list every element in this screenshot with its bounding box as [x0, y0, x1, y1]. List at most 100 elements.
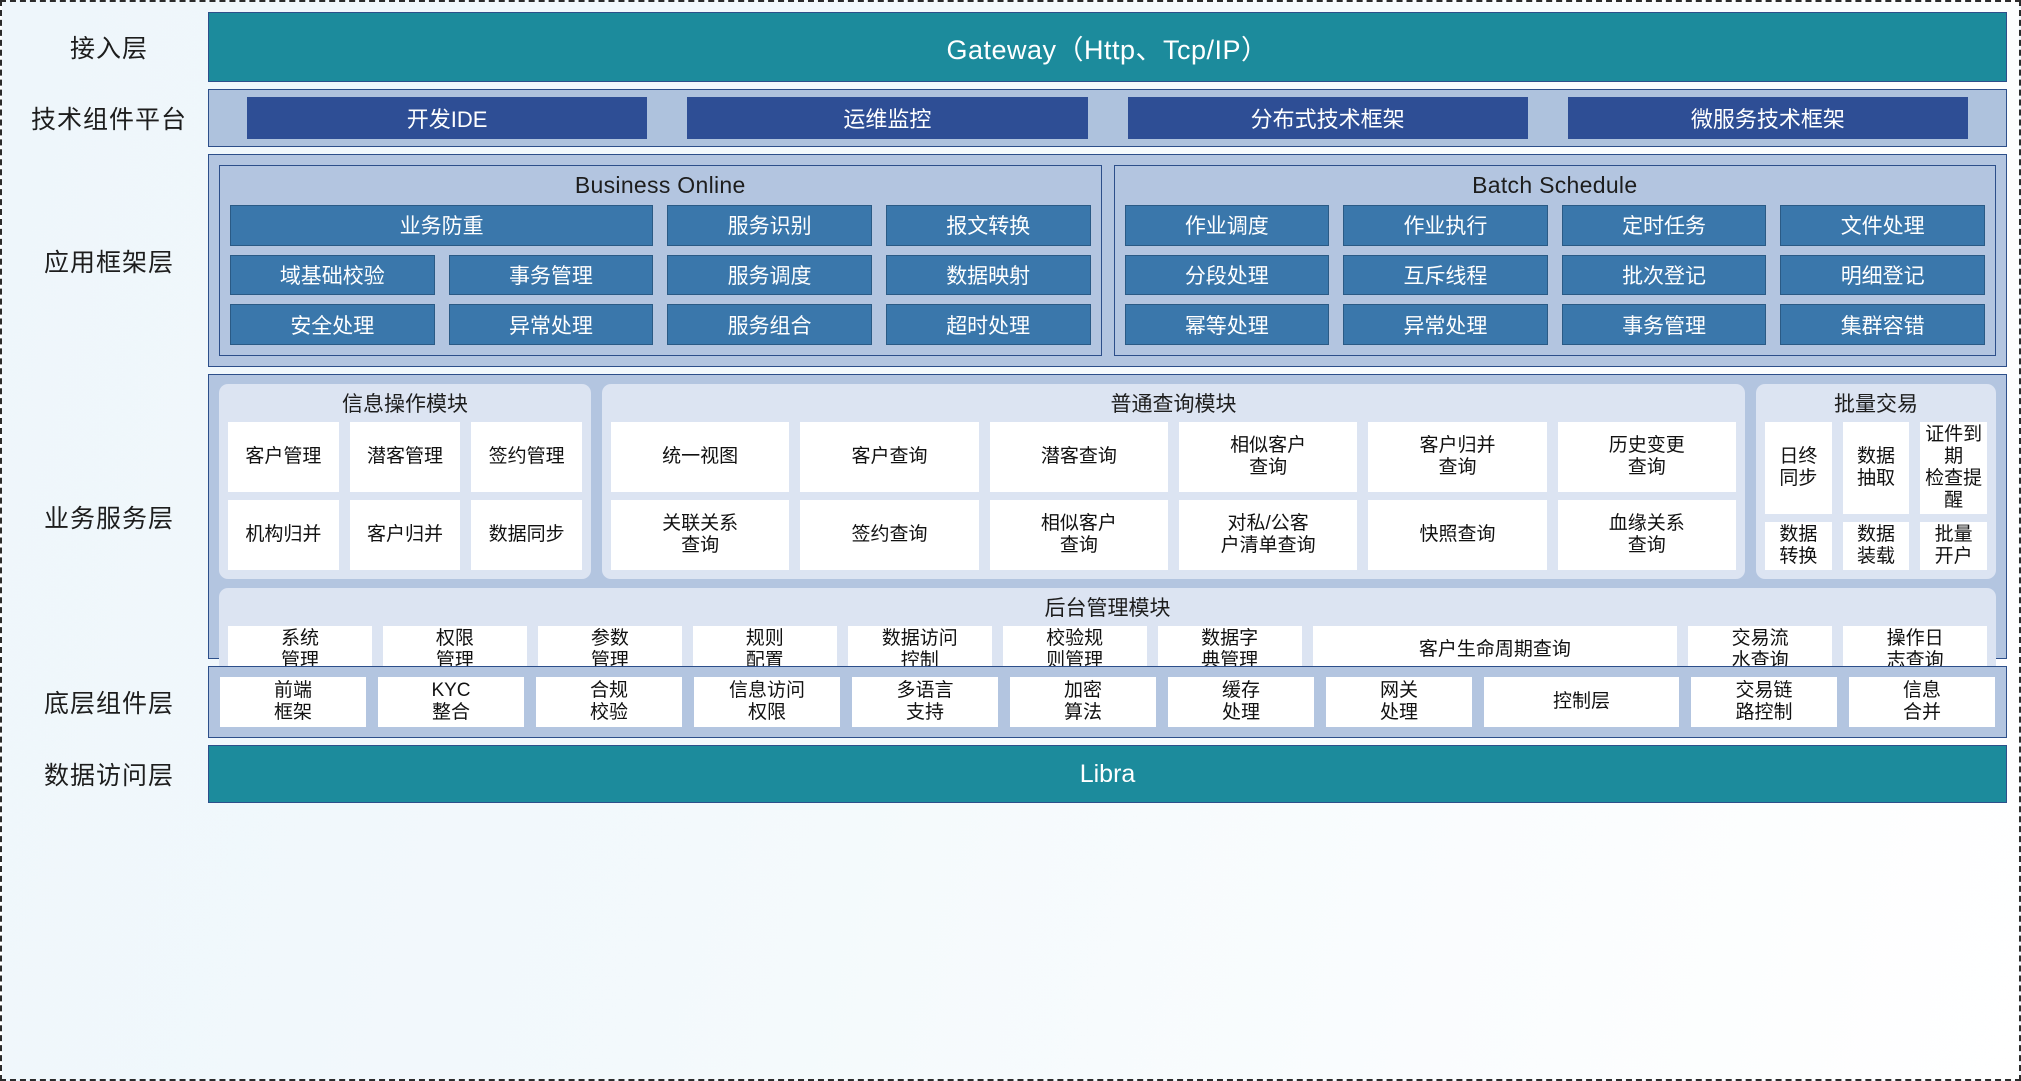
framework-cell[interactable]: 事务管理	[448, 254, 654, 296]
libra-bar[interactable]: Libra	[208, 745, 2007, 803]
service-cell[interactable]: 客户归并	[349, 500, 461, 571]
service-cell[interactable]: 数据装载	[1842, 522, 1910, 571]
framework-cell[interactable]: 数据映射	[885, 254, 1091, 296]
framework-cell[interactable]: 服务识别	[667, 205, 872, 246]
layer-label-tech: 技术组件平台	[30, 106, 187, 134]
service-cell[interactable]: 对私/公客户清单查询	[1178, 500, 1358, 571]
tech-component-box[interactable]: 开发IDE	[247, 97, 648, 139]
framework-cell[interactable]: 事务管理	[1561, 304, 1767, 346]
business-module: 批量交易日终同步数据抽取证件到期检查提醒数据转换数据装载批量开户	[1756, 384, 1996, 580]
service-cell[interactable]: 证件到期检查提醒	[1920, 422, 1988, 515]
framework-cell[interactable]: 明细登记	[1780, 254, 1985, 296]
business-service-container: 信息操作模块客户管理潜客管理签约管理机构归并客户归并数据同步普通查询模块统一视图…	[208, 374, 2007, 684]
service-cell[interactable]: 潜客查询	[989, 422, 1168, 493]
component-cell[interactable]: 信息访问权限	[694, 677, 840, 727]
module-row: 统一视图客户查询潜客查询相似客户查询客户归并查询历史变更查询	[611, 422, 1736, 493]
module-title: 信息操作模块	[342, 393, 468, 416]
service-cell[interactable]: 关联关系查询	[611, 500, 790, 571]
service-cell[interactable]: 批量开户	[1920, 522, 1988, 571]
component-cell[interactable]: 多语言支持	[852, 677, 998, 727]
component-cell[interactable]: 信息合并	[1849, 677, 1995, 727]
tech-platform-bar: 开发IDE 运维监控分布式技术框架微服务技术框架	[208, 89, 2007, 147]
panel-title: Business Online	[574, 172, 746, 198]
admin-module: 后台管理模块系统管理权限管理参数管理规则配置数据访问控制校验规则管理数据字典管理…	[219, 588, 1996, 684]
framework-cell[interactable]: 安全处理	[230, 304, 435, 346]
admin-module-row: 后台管理模块系统管理权限管理参数管理规则配置数据访问控制校验规则管理数据字典管理…	[219, 588, 1996, 684]
panel-rows: 作业调度作业执行定时任务文件处理分段处理互斥线程批次登记明细登记幂等处理异常处理…	[1124, 205, 1985, 346]
service-cell[interactable]: 签约查询	[800, 500, 979, 571]
service-cell[interactable]: 客户查询	[800, 422, 979, 493]
service-cell[interactable]: 相似客户查询	[1178, 422, 1358, 493]
framework-cell[interactable]: 批次登记	[1561, 254, 1767, 296]
panel-row: 业务防重服务识别报文转换	[230, 205, 1091, 246]
framework-cell[interactable]: 分段处理	[1124, 254, 1330, 296]
framework-cell[interactable]: 异常处理	[448, 304, 654, 346]
framework-cell[interactable]: 互斥线程	[1343, 254, 1548, 296]
module-row: 关联关系查询签约查询相似客户查询对私/公客户清单查询快照查询血缘关系查询	[611, 500, 1736, 571]
framework-cell[interactable]: 定时任务	[1561, 205, 1767, 246]
framework-cell[interactable]: 服务调度	[667, 254, 872, 296]
framework-cell[interactable]: 集群容错	[1780, 304, 1985, 346]
panel-title: Batch Schedule	[1472, 172, 1638, 198]
panel-row: 安全处理异常处理服务组合超时处理	[230, 304, 1091, 346]
framework-cell[interactable]: 作业调度	[1124, 205, 1330, 246]
component-cell[interactable]: 合规校验	[536, 677, 682, 727]
framework-cell[interactable]: 业务防重	[230, 205, 654, 246]
service-cell[interactable]: 签约管理	[471, 422, 583, 493]
service-cell[interactable]: 血缘关系查询	[1557, 500, 1736, 571]
framework-cell[interactable]: 服务组合	[667, 304, 872, 346]
framework-cell[interactable]: 域基础校验	[230, 254, 435, 296]
layer-label-data: 数据访问层	[43, 762, 174, 790]
component-cell[interactable]: 交易链路控制	[1691, 677, 1837, 727]
module-title: 普通查询模块	[1110, 393, 1237, 416]
service-cell[interactable]: 客户管理	[228, 422, 339, 493]
framework-cell[interactable]: 作业执行	[1343, 205, 1548, 246]
service-cell[interactable]: 相似客户查询	[989, 500, 1168, 571]
module-row: 日终同步数据抽取证件到期检查提醒	[1765, 422, 1988, 515]
layer-label-access: 接入层	[69, 35, 148, 63]
framework-cell[interactable]: 文件处理	[1780, 205, 1985, 246]
service-cell[interactable]: 历史变更查询	[1557, 422, 1736, 493]
service-cell[interactable]: 数据同步	[471, 500, 583, 571]
gateway-bar[interactable]: Gateway（Http、Tcp/IP）	[208, 12, 2007, 82]
panel-row: 作业调度作业执行定时任务文件处理	[1124, 205, 1985, 246]
layer-label-biz: 业务服务层	[43, 504, 174, 533]
layer-grid: 接入层 Gateway（Http、Tcp/IP） 技术组件平台 开发IDE 运维监…	[14, 12, 2007, 1071]
business-module: 信息操作模块客户管理潜客管理签约管理机构归并客户归并数据同步	[219, 384, 591, 580]
service-cell[interactable]: 统一视图	[611, 422, 790, 493]
business-modules-row: 信息操作模块客户管理潜客管理签约管理机构归并客户归并数据同步普通查询模块统一视图…	[219, 384, 1996, 580]
framework-cell[interactable]: 幂等处理	[1124, 304, 1330, 346]
module-row: 数据转换数据装载批量开户	[1765, 522, 1988, 571]
service-cell[interactable]: 快照查询	[1368, 500, 1547, 571]
tech-component-box[interactable]: 分布式技术框架	[1127, 97, 1528, 139]
service-cell[interactable]: 数据抽取	[1842, 422, 1910, 515]
module-title: 后台管理模块	[1044, 597, 1171, 621]
component-cell[interactable]: 网关处理	[1326, 677, 1472, 727]
component-cell[interactable]: 缓存处理	[1168, 677, 1314, 727]
module-row: 客户管理潜客管理签约管理	[228, 422, 583, 493]
module-row: 机构归并客户归并数据同步	[228, 500, 583, 571]
business-module: 普通查询模块统一视图客户查询潜客查询相似客户查询客户归并查询历史变更查询关联关系…	[602, 384, 1745, 580]
service-cell[interactable]: 日终同步	[1765, 422, 1832, 515]
tech-component-box[interactable]: 运维监控	[687, 97, 1088, 139]
service-cell[interactable]: 机构归并	[228, 500, 339, 571]
layer-label-appframe: 应用框架层	[43, 248, 174, 277]
service-cell[interactable]: 客户归并查询	[1368, 422, 1547, 493]
framework-cell[interactable]: 报文转换	[885, 205, 1091, 246]
component-cell[interactable]: 控制层	[1484, 677, 1679, 727]
component-cell[interactable]: 前端框架	[220, 677, 366, 727]
framework-cell[interactable]: 超时处理	[885, 304, 1091, 346]
tech-component-box[interactable]: 微服务技术框架	[1567, 97, 1968, 139]
module-grid: 日终同步数据抽取证件到期检查提醒数据转换数据装载批量开户	[1765, 422, 1988, 571]
module-title: 批量交易	[1834, 393, 1918, 416]
service-cell[interactable]: 数据转换	[1765, 522, 1832, 571]
component-cell[interactable]: 加密算法	[1010, 677, 1156, 727]
panel-row: 幂等处理异常处理事务管理集群容错	[1124, 304, 1985, 346]
framework-cell[interactable]: 异常处理	[1343, 304, 1548, 346]
service-cell[interactable]: 潜客管理	[349, 422, 461, 493]
